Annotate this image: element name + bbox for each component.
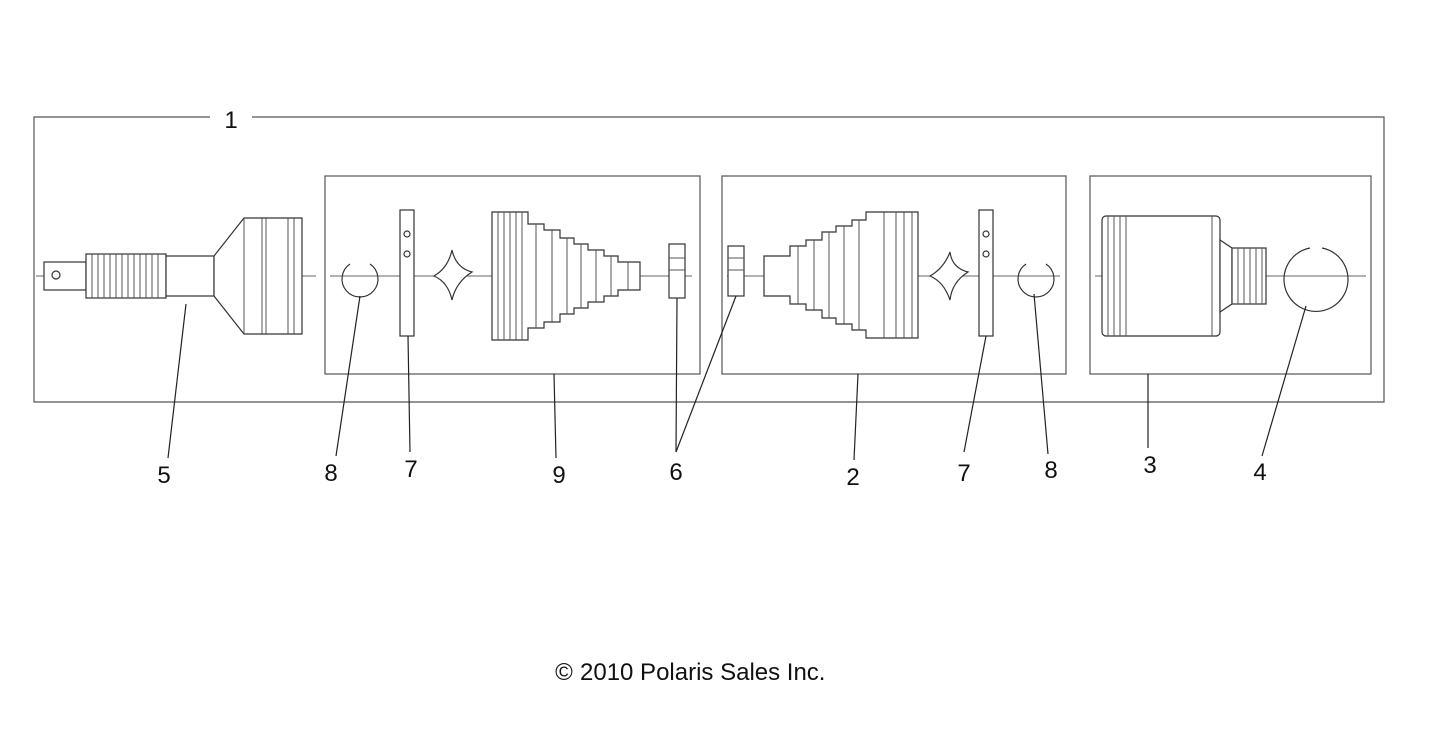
callout-1: 1: [224, 107, 237, 134]
callout-8-left: 8: [324, 460, 337, 487]
boot-clamp-left-part: [668, 243, 686, 299]
spider-bearing-left-part: [399, 209, 415, 337]
leader-lines: [167, 293, 1307, 461]
tripod-spider-right-part: [928, 251, 970, 301]
tripod-spider-left-part: [432, 249, 474, 301]
inner-boot-kit-box: [721, 175, 1067, 375]
outer-boot-kit-box: [324, 175, 701, 375]
copyright-text: 2010 Polaris Sales Inc.: [580, 659, 825, 686]
copyright: © 2010 Polaris Sales Inc.: [555, 659, 825, 686]
callout-4: 4: [1253, 459, 1266, 486]
boot-clamp-right-part: [727, 245, 745, 297]
callout-5: 5: [157, 462, 170, 489]
retaining-ring-left-part: [341, 263, 379, 298]
inner-cv-housing-part: [1101, 215, 1267, 337]
outer-boot-part: [491, 211, 641, 341]
inner-boot-part: [763, 211, 919, 339]
callout-3: 3: [1143, 452, 1156, 479]
inner-housing-kit-box: [1089, 175, 1372, 375]
callout-9: 9: [552, 462, 565, 489]
callout-7-left: 7: [404, 456, 417, 483]
spider-bearing-right-part: [978, 209, 994, 337]
retaining-ring-right-part: [1017, 263, 1055, 298]
callout-7-right: 7: [957, 460, 970, 487]
outer-snap-ring-part: [1283, 247, 1349, 312]
callout-2: 2: [846, 464, 859, 491]
callout-6: 6: [669, 459, 682, 486]
outer-cv-joint-part: [43, 217, 303, 335]
callout-8-right: 8: [1044, 457, 1057, 484]
assembly-frame: [33, 116, 1385, 403]
copyright-symbol: ©: [555, 659, 573, 686]
